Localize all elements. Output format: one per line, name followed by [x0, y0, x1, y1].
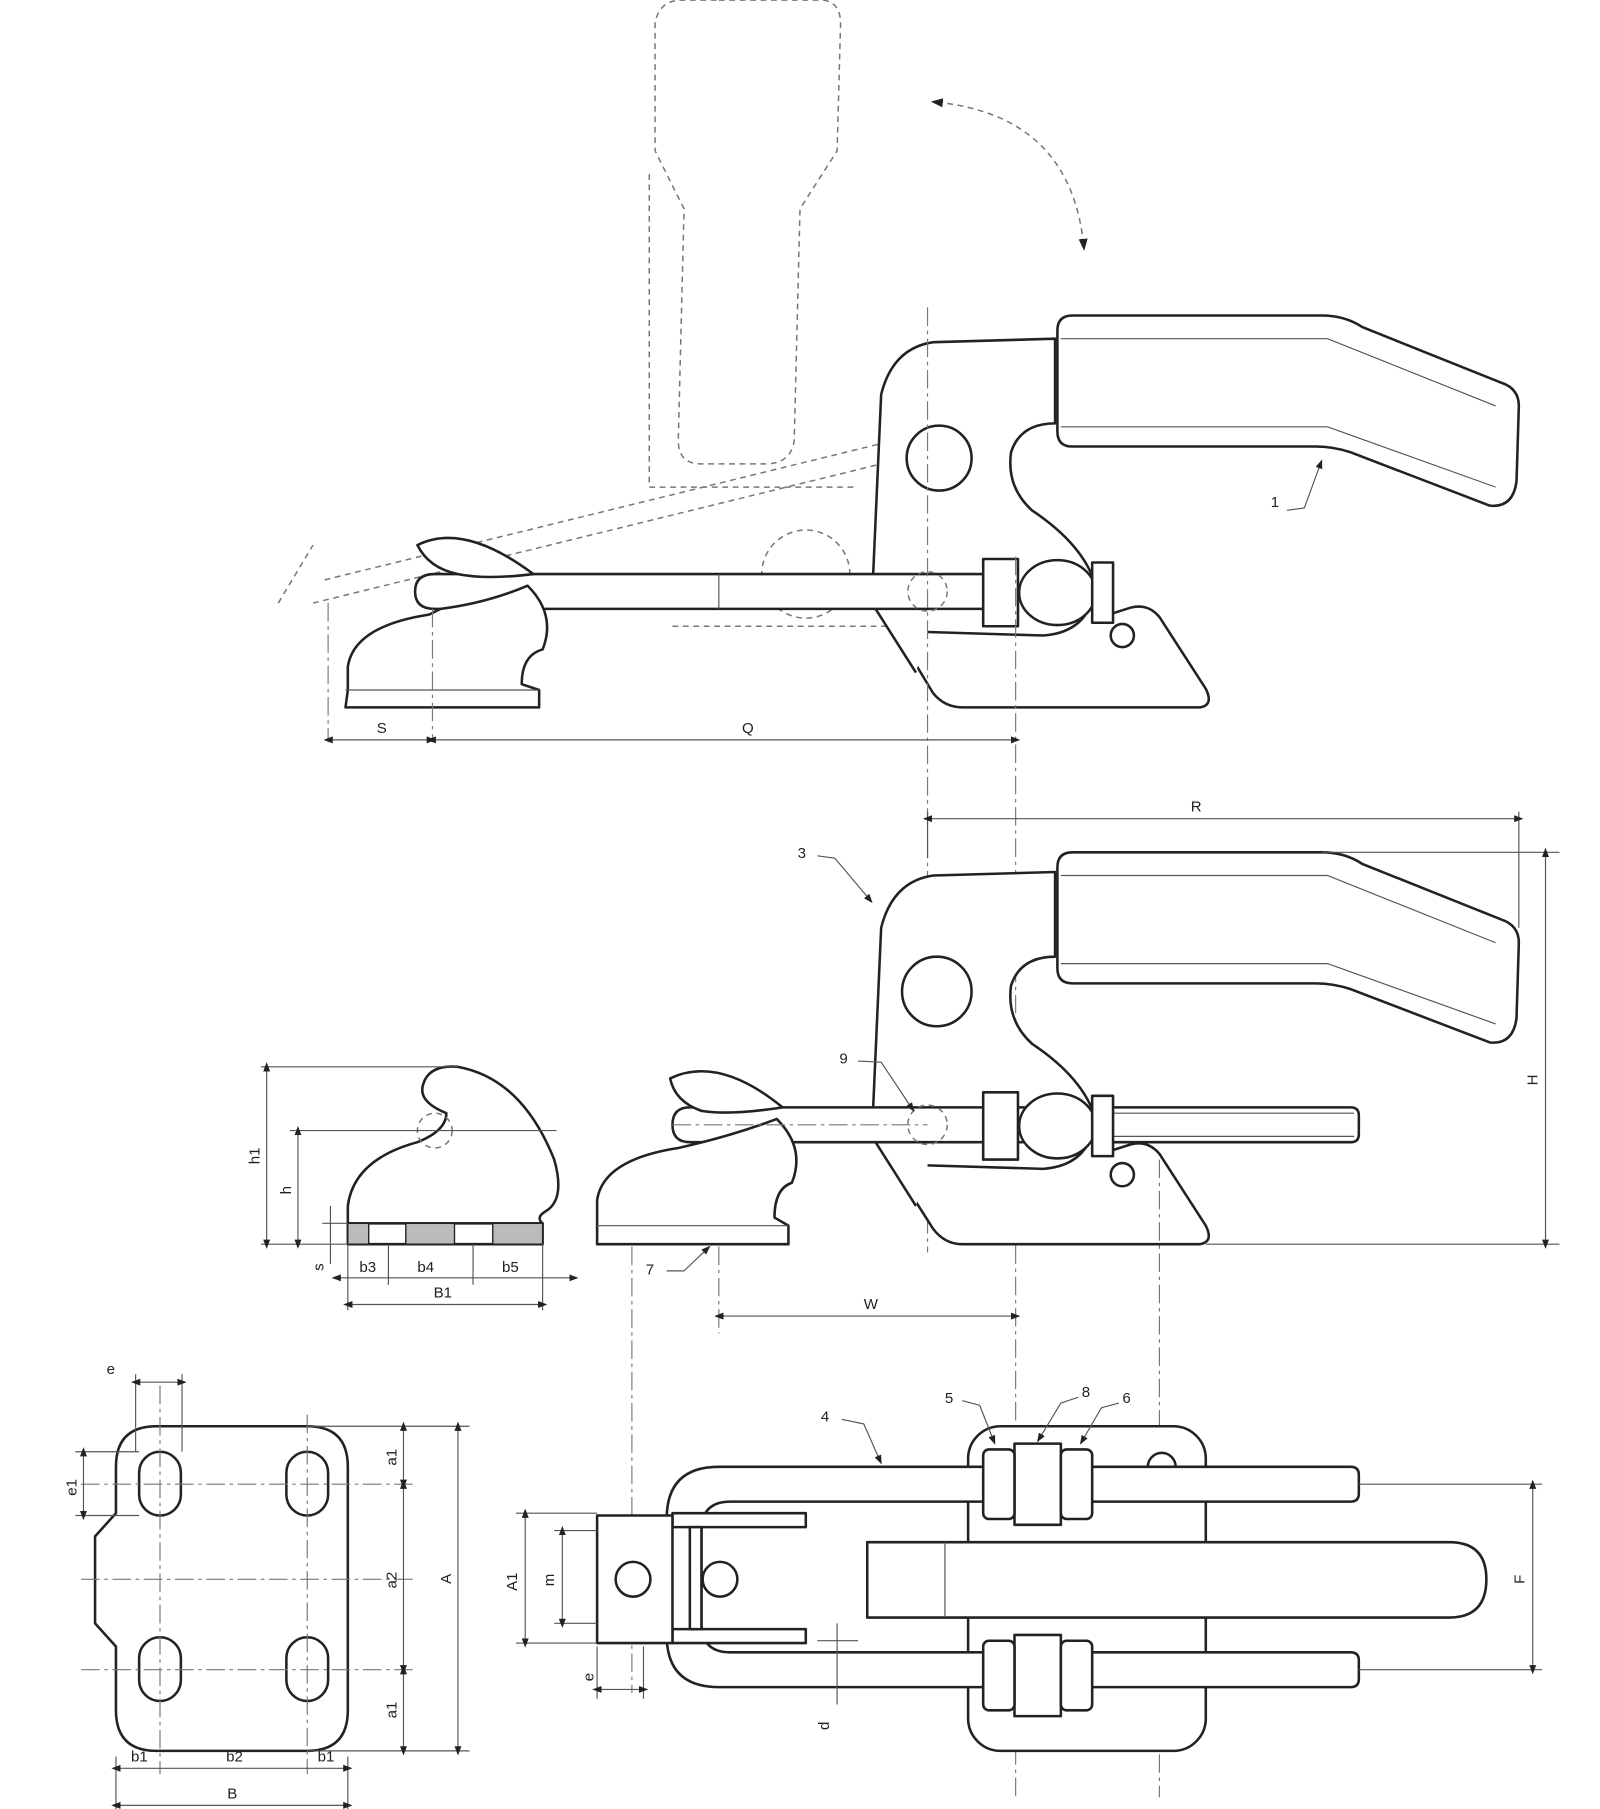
hatched-b3	[347, 1222, 370, 1245]
callout-9-leader	[857, 1060, 915, 1112]
dim-m-label: m	[541, 1574, 558, 1587]
dim-h-label: h	[278, 1186, 295, 1194]
dim-b4-label: b4	[417, 1259, 434, 1276]
side-view-closed: R H W 3 9 7	[595, 799, 1560, 1798]
dim-f-label: F	[1512, 1575, 1529, 1584]
dim-a2-label: a2	[384, 1572, 401, 1589]
catch-bracket	[671, 1627, 808, 1645]
catch-plan-view: e e1 a1 a2 a1 A b1 b2 b1 B	[64, 1361, 470, 1809]
catch-profile	[346, 1065, 560, 1225]
catch-7	[595, 1117, 798, 1246]
base-hole	[1109, 622, 1136, 649]
handle-grip-line	[1060, 338, 1496, 488]
rod-pin	[907, 570, 948, 612]
nut	[981, 557, 1020, 628]
nut-2	[1090, 561, 1115, 625]
washer-8	[1013, 1442, 1063, 1527]
dim-b3-label: b3	[359, 1259, 376, 1276]
callout-7: 7	[646, 1261, 654, 1278]
centre-line	[631, 1124, 1160, 1798]
callout-7-leader	[666, 1245, 711, 1272]
callout-1-leader	[1286, 459, 1323, 511]
rod-thread	[1113, 1112, 1355, 1137]
centre-line	[81, 1385, 418, 1775]
callout-3: 3	[798, 845, 806, 862]
callout-5-leader	[962, 1400, 996, 1445]
callout-3-leader	[817, 855, 873, 904]
open-handle-phantom-inner	[277, 174, 905, 627]
dim-s-label: s	[310, 1263, 327, 1271]
callout-6: 6	[1122, 1390, 1130, 1407]
rod	[413, 572, 987, 611]
washer-8	[1013, 1633, 1063, 1718]
catch-bracket-side	[688, 1525, 703, 1631]
dim-e-label: e	[107, 1361, 115, 1378]
callout-6-leader	[1079, 1402, 1119, 1445]
catch-tab	[595, 1514, 674, 1645]
catch	[344, 584, 549, 709]
dim-b1-right-label: b1	[318, 1748, 335, 1765]
dim-h1-label: h1	[247, 1147, 264, 1164]
handle-grip-line	[1060, 874, 1496, 1025]
callout-1: 1	[1271, 494, 1279, 511]
dim-q-label: Q	[742, 720, 754, 737]
callout-4: 4	[821, 1409, 829, 1426]
nut	[981, 1091, 1020, 1161]
rotation-arrow	[930, 98, 1088, 251]
catch-hook	[668, 1070, 784, 1114]
dim-r-label: R	[1191, 799, 1202, 816]
callout-8: 8	[1082, 1384, 1090, 1401]
top-view: A1 m F e d 4 5 8 6	[504, 1384, 1543, 1753]
callout-8-leader	[1037, 1396, 1079, 1443]
dim-a1-top-label: a1	[384, 1449, 401, 1466]
dim-b2-label: b2	[226, 1748, 243, 1765]
catch-hook	[416, 536, 535, 579]
nut-5	[981, 1448, 1016, 1521]
catch-hole	[701, 1560, 739, 1598]
dim-b1-left-label: b1	[131, 1748, 148, 1765]
nut-6	[1059, 1639, 1094, 1712]
dim-b5-label: b5	[502, 1259, 519, 1276]
dim-a1-bottom-label: a1	[384, 1702, 401, 1719]
callout-9: 9	[839, 1050, 847, 1067]
dim-s-label: S	[377, 720, 387, 737]
dim-b1-label: B1	[434, 1285, 452, 1302]
ball-joint	[1017, 558, 1097, 627]
callout-4-leader	[841, 1418, 882, 1465]
dim-b-label: B	[227, 1785, 237, 1802]
callout-5: 5	[945, 1390, 953, 1407]
pivot-hole	[905, 424, 973, 492]
dim-d-label: d	[816, 1722, 833, 1730]
clamp-base	[891, 1142, 1211, 1246]
catch-hole	[614, 1560, 652, 1598]
dim-a-label: A	[438, 1573, 455, 1584]
catch-bracket	[671, 1511, 808, 1529]
dim-a1-label: A1	[504, 1572, 521, 1590]
nut-5	[981, 1639, 1016, 1712]
handle-1	[1056, 314, 1521, 508]
hatched-b5	[492, 1222, 544, 1245]
handle-top	[865, 1540, 1488, 1619]
dim-h-label: H	[1524, 1074, 1541, 1085]
open-handle-phantom	[654, 0, 842, 465]
nut-2	[1090, 1094, 1115, 1158]
extension-line	[926, 811, 1560, 1245]
catch-side-detail: h1 h s b3 b4 b5 B1	[247, 1062, 579, 1311]
ball-joint	[1017, 1092, 1097, 1160]
extension-line	[75, 1374, 470, 1809]
hatched-b4	[405, 1222, 456, 1245]
base-hole	[1109, 1161, 1136, 1188]
dim-w-label: W	[864, 1296, 879, 1313]
dim-e1-label: e1	[64, 1479, 81, 1496]
catch-plate	[93, 1424, 350, 1753]
dim-e-label: e	[581, 1673, 598, 1681]
handle	[1056, 851, 1521, 1044]
pivot-hole	[900, 955, 973, 1028]
nut-6	[1059, 1448, 1094, 1521]
